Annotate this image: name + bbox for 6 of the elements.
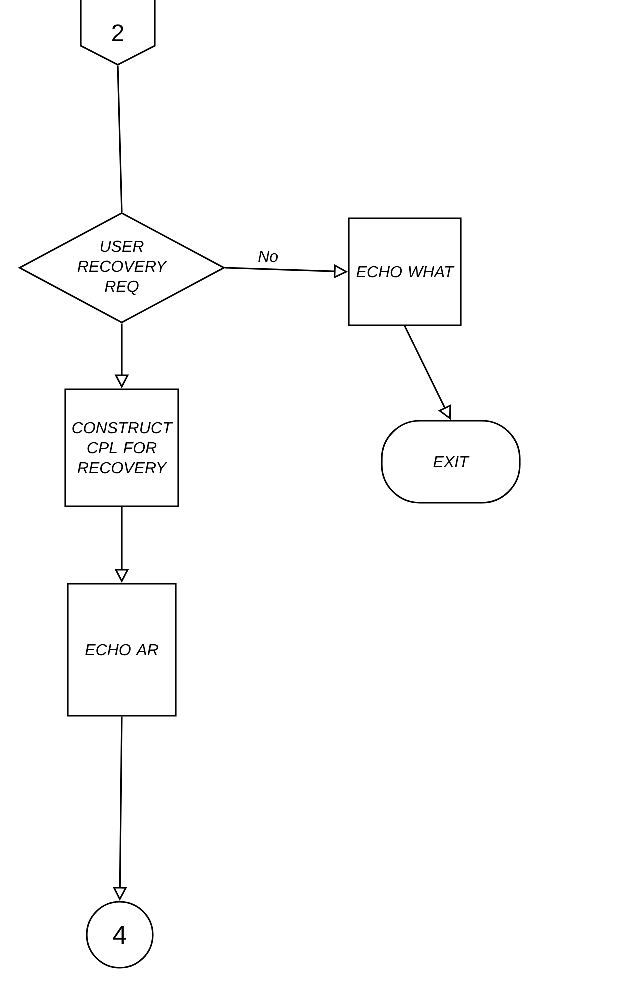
terminal: EXIT bbox=[381, 420, 521, 504]
process-box: ECHO AR bbox=[67, 583, 177, 717]
off-page-connector: 2 bbox=[80, 0, 156, 66]
process-box: CONSTRUCT CPL FOR RECOVERY bbox=[64, 388, 180, 508]
edge-label: No bbox=[258, 251, 278, 262]
process-box: ECHO WHAT bbox=[348, 218, 462, 326]
